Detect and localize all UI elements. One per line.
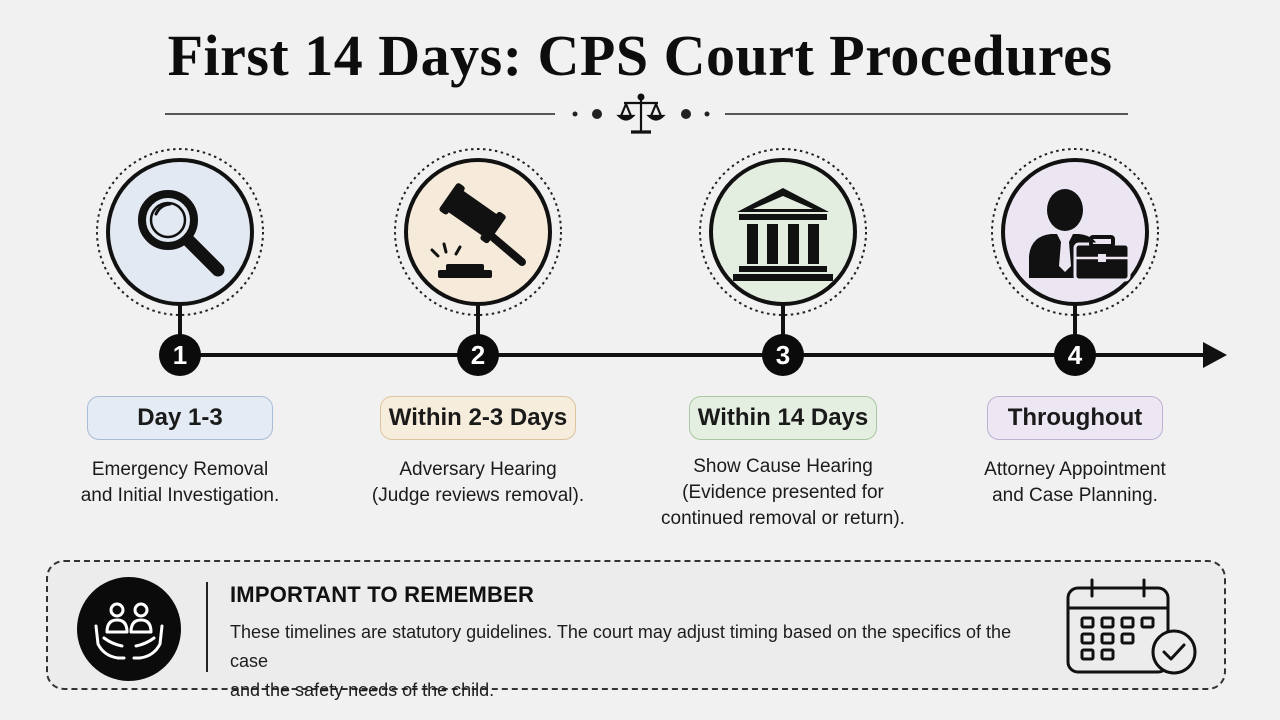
step-3-circle (693, 142, 873, 327)
important-note-box: IMPORTANT TO REMEMBER These timelines ar… (46, 560, 1226, 700)
family-care-hands-icon (77, 577, 181, 681)
title-divider (165, 93, 1128, 134)
step-4-circle (985, 142, 1165, 327)
step-1-circle (90, 142, 270, 327)
note-heading: IMPORTANT TO REMEMBER (230, 582, 535, 607)
step-description-line: Emergency Removal (91, 459, 269, 480)
calendar-check-icon (1066, 578, 1197, 675)
note-body-line: and the safety needs of the child. (230, 680, 495, 700)
page-title: First 14 Days: CPS Court Procedures (167, 23, 1113, 88)
scales-of-justice-icon (616, 93, 666, 134)
step-4-description: Attorney Appointment and Case Planning. (925, 457, 1225, 509)
step-3-description: Show Cause Hearing (Evidence presented fo… (633, 454, 933, 532)
note-divider (206, 582, 208, 672)
magnifying-glass-icon (138, 190, 225, 277)
step-description-line: continued removal or return). (661, 508, 905, 529)
note-body-line: These timelines are statutory guidelines… (230, 622, 1012, 671)
step-number: 4 (1068, 340, 1083, 370)
courthouse-icon (733, 188, 833, 281)
step-description-line: Adversary Hearing (399, 459, 557, 480)
timeline-arrow-icon (1203, 342, 1227, 368)
step-description-line: and Initial Investigation. (80, 485, 280, 506)
step-description-line: and Case Planning. (992, 485, 1158, 506)
step-1-description: Emergency Removal and Initial Investigati… (30, 457, 330, 509)
step-marker (1054, 334, 1096, 376)
step-number: 2 (471, 340, 485, 370)
step-4-badge: Throughout (987, 396, 1163, 440)
step-2-circle (388, 142, 568, 327)
step-2-badge: Within 2-3 Days (380, 396, 576, 440)
step-marker (762, 334, 804, 376)
step-description-line: (Evidence presented for (682, 482, 884, 503)
step-marker (159, 334, 201, 376)
step-description-line: Show Cause Hearing (693, 456, 873, 477)
step-description-line: Attorney Appointment (984, 459, 1166, 480)
attorney-briefcase-icon (1029, 189, 1131, 282)
step-3-badge: Within 14 Days (689, 396, 877, 440)
step-number: 1 (173, 340, 187, 370)
step-2-description: Adversary Hearing (Judge reviews removal)… (328, 457, 628, 509)
step-1-badge: Day 1-3 (87, 396, 273, 440)
gavel-icon (430, 183, 526, 278)
timeline: 1 2 3 4 (159, 304, 1227, 376)
note-body: These timelines are statutory guidelines… (230, 618, 1050, 705)
step-marker (457, 334, 499, 376)
step-number: 3 (776, 340, 790, 370)
step-description-line: (Judge reviews removal). (371, 485, 585, 506)
